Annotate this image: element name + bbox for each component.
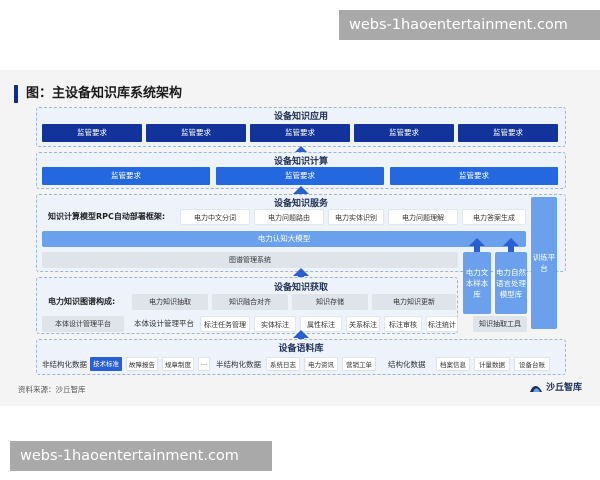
structured-label: 结构化数据 — [388, 360, 426, 369]
computation-title: 设备知识计算 — [273, 157, 328, 167]
service-item-3[interactable]: 电力实体识别 — [328, 209, 384, 225]
tool-2[interactable]: 实体标注 — [254, 316, 296, 332]
service-item-5[interactable]: 电力答案生成 — [462, 209, 526, 225]
tag-regulations[interactable]: 规章制度 — [162, 357, 194, 371]
diagram-title: 图：主设备知识库系统架构 — [14, 85, 182, 103]
tool-3[interactable]: 属性标注 — [300, 316, 342, 332]
arrow-up-icon — [293, 268, 309, 282]
arrow-up-icon — [503, 238, 519, 252]
application-title: 设备知识应用 — [273, 112, 328, 122]
nlp-model-library[interactable]: 电力自然语言处理模型库 — [495, 252, 527, 314]
tool-1[interactable]: 标注任务管理 — [200, 316, 250, 332]
service-item-2[interactable]: 电力问题路由 — [254, 209, 324, 225]
watermark-top: webs-1haoentertainment.com — [339, 10, 600, 40]
acquisition-row-label: 电力知识图谱构成: — [48, 297, 116, 306]
service-row-label: 知识计算模型RPC自动部署框架: — [48, 212, 166, 221]
acquisition-item-2[interactable]: 知识融合对齐 — [212, 294, 288, 310]
source-note: 资料来源：沙丘智库 — [18, 385, 86, 394]
computation-item-2[interactable]: 监管要求 — [216, 167, 384, 185]
extract-tool[interactable]: 知识抽取工具 — [473, 316, 527, 332]
tag-archive-info[interactable]: 档案信息 — [436, 357, 470, 371]
acquisition-item-1[interactable]: 电力知识抽取 — [132, 294, 208, 310]
service-item-1[interactable]: 电力中文分词 — [180, 209, 250, 225]
application-item-1[interactable]: 监管要求 — [42, 124, 142, 142]
service-title: 设备知识服务 — [273, 199, 328, 209]
training-platform[interactable]: 训练平台 — [531, 197, 557, 329]
tag-technical-standards[interactable]: 技术标准 — [90, 357, 122, 371]
big-model-bar[interactable]: 电力认知大模型 — [42, 231, 526, 247]
computation-item-1[interactable]: 监管要求 — [42, 167, 210, 185]
ontology-platform[interactable]: 本体设计管理平台 — [42, 316, 124, 332]
tag-fault-report[interactable]: 故障报告 — [126, 357, 158, 371]
application-item-3[interactable]: 监管要求 — [250, 124, 350, 142]
computation-item-3[interactable]: 监管要求 — [390, 167, 558, 185]
service-item-4[interactable]: 电力问题理解 — [388, 209, 458, 225]
tag-system-log[interactable]: 系统日志 — [266, 357, 300, 371]
tool-5[interactable]: 标注审核 — [384, 316, 422, 332]
application-item-4[interactable]: 监管要求 — [354, 124, 454, 142]
arrow-up-icon — [469, 238, 485, 252]
arrow-up-icon — [293, 186, 309, 200]
graph-management-bar[interactable]: 图谱管理系统 — [42, 252, 458, 268]
acquisition-item-3[interactable]: 知识存储 — [292, 294, 368, 310]
semi-structured-label: 半结构化数据 — [216, 360, 261, 369]
unstructured-label: 非结构化数据 — [42, 360, 87, 369]
arrow-up-icon — [293, 330, 309, 344]
acquisition-item-4[interactable]: 电力知识更新 — [372, 294, 456, 310]
text-sample-library[interactable]: 电力文本样本库 — [463, 252, 491, 314]
watermark-bottom: webs-1haoentertainment.com — [10, 441, 272, 471]
tag-equipment-ledger[interactable]: 设备台账 — [514, 357, 550, 371]
logo-text: 沙丘智库 — [546, 383, 583, 393]
ontology-label: 本体设计管理平台 — [134, 319, 194, 328]
application-item-5[interactable]: 监管要求 — [458, 124, 558, 142]
tag-more[interactable]: ··· — [198, 357, 210, 371]
tool-4[interactable]: 关系标注 — [346, 316, 380, 332]
brand-logo: 沙丘智库 — [529, 380, 582, 393]
tag-marketing-order[interactable]: 营销工单 — [342, 357, 376, 371]
application-item-2[interactable]: 监管要求 — [146, 124, 246, 142]
dune-logo-icon — [530, 385, 542, 392]
tool-6[interactable]: 标注统计 — [426, 316, 458, 332]
acquisition-title: 设备知识获取 — [273, 283, 328, 293]
corpus-title: 设备语料库 — [278, 344, 324, 354]
tag-metering-data[interactable]: 计量数据 — [474, 357, 510, 371]
tag-power-news[interactable]: 电力资讯 — [304, 357, 338, 371]
